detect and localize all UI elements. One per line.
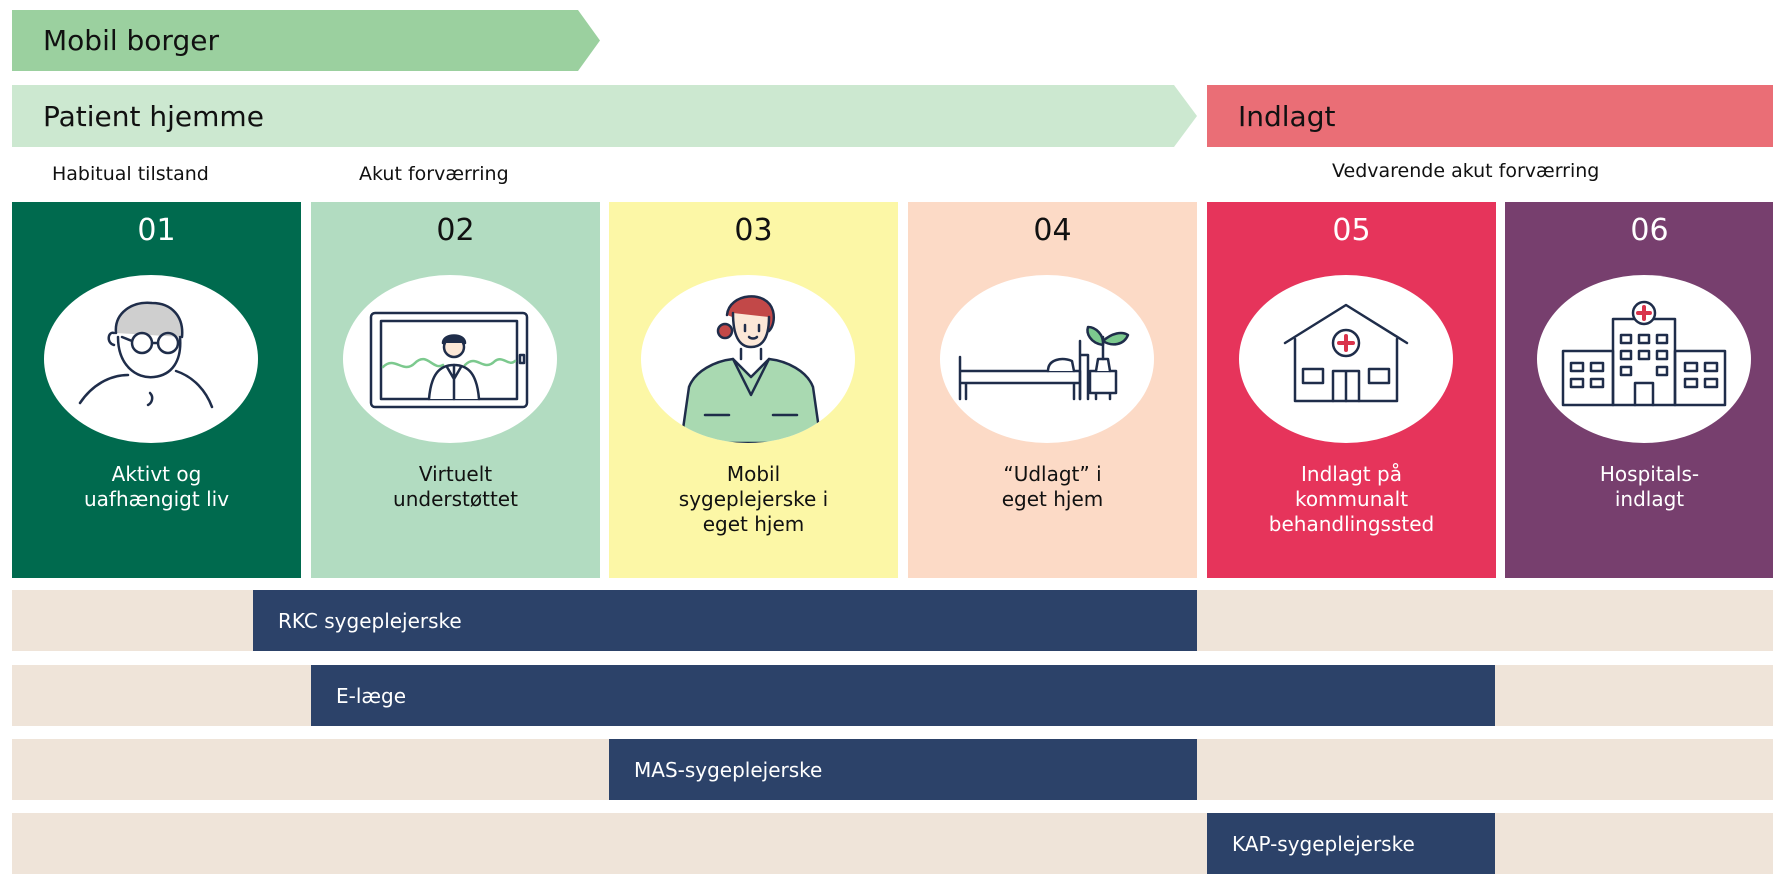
state-label-prolonged: Vedvarende akut forværring bbox=[1332, 160, 1600, 182]
phase-arrow-patient-home: Patient hjemme bbox=[12, 85, 1197, 147]
stage-card-03: 03 Mobil sygeplejerske i eget hjem bbox=[609, 202, 898, 578]
stage-number: 04 bbox=[1033, 213, 1072, 248]
stage-number: 02 bbox=[436, 213, 475, 248]
stage-label: Virtuelt understøttet bbox=[393, 462, 518, 511]
stage-card-06: 06 Hospitals- indlagt bbox=[1505, 202, 1773, 578]
role-bar-e-doctor: E-læge bbox=[311, 665, 1495, 726]
phase-arrow-mobile-citizen: Mobil borger bbox=[12, 10, 600, 71]
role-label: RKC sygeplejerske bbox=[278, 608, 462, 633]
stage-label: Hospitals- indlagt bbox=[1599, 462, 1700, 511]
stage-number: 06 bbox=[1630, 213, 1669, 248]
stage-card-02: 02 Virtuelt understøttet bbox=[311, 202, 600, 578]
stage-card-05: 05 Indlagt på kommunalt behandlingssted bbox=[1207, 202, 1496, 578]
state-label-acute: Akut forværring bbox=[359, 163, 509, 185]
role-bar-kap-nurse: KAP-sygeplejerske bbox=[1207, 813, 1495, 874]
person-with-glasses-icon bbox=[44, 275, 258, 443]
phase-label: Mobil borger bbox=[43, 24, 219, 57]
role-lane bbox=[12, 813, 1773, 874]
stage-label: Aktivt og uafhængigt liv bbox=[83, 462, 230, 511]
stage-label: Mobil sygeplejerske i eget hjem bbox=[678, 462, 829, 536]
stage-label: Indlagt på kommunalt behandlingssted bbox=[1268, 462, 1435, 536]
bed-with-plant-icon bbox=[940, 275, 1154, 443]
phase-band-admitted: Indlagt bbox=[1207, 85, 1773, 147]
hospital-building-icon bbox=[1537, 275, 1751, 443]
stage-card-01: 01 Aktivt og uafhængigt liv bbox=[12, 202, 301, 578]
video-consultation-tablet-icon bbox=[343, 275, 557, 443]
stage-number: 03 bbox=[734, 213, 773, 248]
stage-label: “Udlagt” i eget hjem bbox=[1001, 462, 1104, 511]
stage-card-04: 04 “Udlagt” i eget hjem bbox=[908, 202, 1197, 578]
stage-number: 05 bbox=[1332, 213, 1371, 248]
role-bar-mas-nurse: MAS-sygeplejerske bbox=[609, 739, 1197, 800]
role-label: MAS-sygeplejerske bbox=[634, 757, 823, 782]
role-label: E-læge bbox=[336, 683, 407, 708]
clinic-house-icon bbox=[1239, 275, 1453, 443]
role-bar-rkc-nurse: RKC sygeplejerske bbox=[253, 590, 1197, 651]
stage-number: 01 bbox=[137, 213, 176, 248]
state-label-habitual: Habitual tilstand bbox=[52, 163, 209, 185]
phase-label: Patient hjemme bbox=[43, 99, 264, 133]
role-label: KAP-sygeplejerske bbox=[1232, 831, 1415, 856]
nurse-icon bbox=[641, 275, 855, 443]
phase-label: Indlagt bbox=[1238, 99, 1336, 133]
